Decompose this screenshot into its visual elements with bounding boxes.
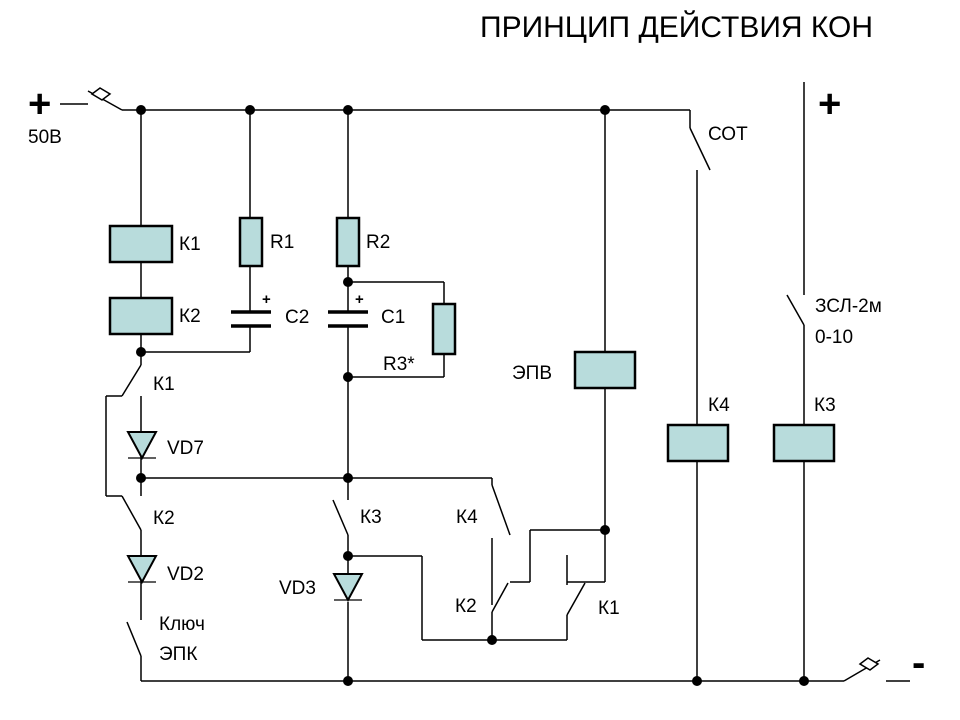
k4-coil-label: К4 [708, 395, 730, 416]
zsl-label-line2: 0-10 [815, 327, 853, 348]
vd7-diode [126, 431, 158, 461]
epv-label: ЭПВ [512, 363, 552, 384]
k1-coil-label: К1 [179, 234, 201, 255]
k4-coil [666, 423, 730, 463]
column-r2-c1 [332, 110, 567, 681]
vd7-label: VD7 [167, 438, 204, 459]
plus-terminal-right: + [818, 82, 841, 126]
main-switch-bottom [806, 657, 910, 682]
k4-contact-label: К4 [456, 507, 478, 528]
c1-label: C1 [381, 307, 405, 328]
k3-coil-label: К3 [814, 395, 836, 416]
vd2-label: VD2 [167, 564, 204, 585]
k1-right-contact-label: К1 [598, 598, 620, 619]
k2-contact-label: К2 [153, 508, 175, 529]
c1-plus-sign: + [355, 291, 364, 308]
r3-resistor [431, 302, 457, 356]
column-k1-k2 [105, 110, 493, 681]
diagram-title: ПРИНЦИП ДЕЙСТВИЯ КОН [480, 10, 873, 44]
k2-right-contact-label: К2 [455, 596, 477, 617]
right-contact-network [491, 484, 606, 640]
vd3-label: VD3 [279, 578, 316, 599]
r2-label: R2 [366, 232, 390, 253]
k2-coil-label: К2 [179, 306, 201, 327]
k3-contact-label: К3 [360, 507, 382, 528]
k1-coil [108, 224, 174, 264]
junction-dots [136, 105, 809, 686]
r1-resistor [238, 216, 264, 268]
minus-terminal-right: - [912, 641, 925, 685]
r3-label: R3* [383, 354, 415, 375]
right-rail [786, 82, 805, 681]
r1-label: R1 [270, 232, 294, 253]
supply-voltage-label: 50В [28, 127, 62, 148]
k2-coil [108, 296, 174, 336]
main-switch-top [60, 87, 123, 111]
sot-label: СОТ [708, 124, 748, 145]
c2-label: C2 [285, 307, 309, 328]
r2-resistor [335, 216, 361, 268]
key-label-line1: Ключ [159, 614, 205, 635]
c2-plus-sign: + [262, 291, 271, 308]
vd3-diode [332, 573, 364, 603]
epv-valve-coil [573, 350, 637, 390]
plus-terminal-left: + [28, 82, 51, 126]
zsl-label-line1: ЗСЛ-2м [815, 296, 882, 317]
column-sot-k4 [689, 127, 711, 681]
k1-contact-label: К1 [153, 374, 175, 395]
key-label-line2: ЭПК [159, 644, 197, 665]
k3-coil [772, 423, 836, 463]
top-bus [122, 109, 691, 128]
vd2-diode [126, 555, 158, 585]
